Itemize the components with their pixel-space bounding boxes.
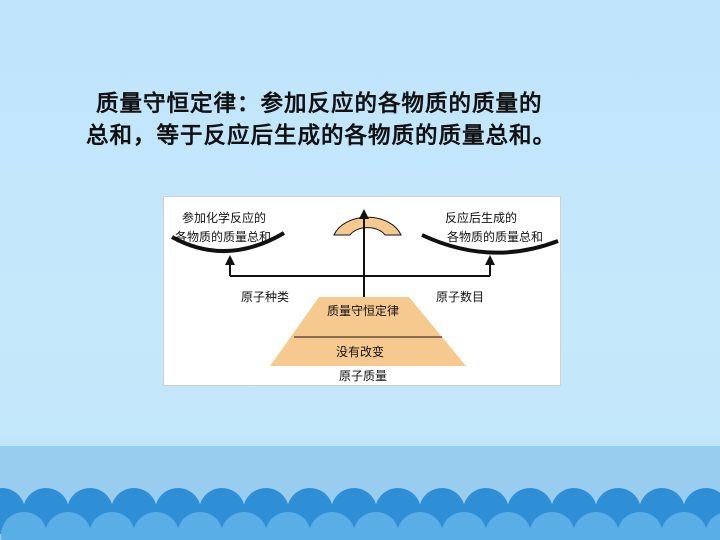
pyramid-top-label: 质量守恒定律 (327, 304, 400, 318)
wave-scallop-front (1, 512, 47, 540)
slide-title-line-2: 总和，等于反应后生成的各物质的质量总和。 (86, 123, 557, 149)
wave-pattern (0, 488, 720, 540)
center-arrow-head (359, 209, 369, 219)
left-arrow-head (225, 255, 235, 265)
wave-scallop-front (133, 512, 179, 540)
wave-scallop-front (177, 512, 223, 540)
balance-scale-diagram: 参加化学反应的 各物质的质量总和 反应后生成的 各物质的质量总和 原子种类 原子… (163, 196, 561, 386)
right-pan (421, 233, 559, 255)
wave-scallop-front (221, 512, 267, 540)
left-pan (171, 231, 286, 253)
right-pan-label-1: 反应后生成的 (445, 211, 518, 225)
pyramid-middle-label: 没有改变 (336, 345, 385, 359)
wave-scallop-front (529, 512, 575, 540)
wave-scallop-front (309, 512, 355, 540)
pyramid-bottom-label: 原子质量 (339, 369, 388, 383)
right-pan-label-2: 各物质的质量总和 (447, 230, 544, 244)
wave-scallop-front (573, 512, 619, 540)
wave-scallop-front (661, 512, 707, 540)
wave-scallop-front (265, 512, 311, 540)
wave-scallop-front (89, 512, 135, 540)
right-arrow-head (485, 255, 495, 265)
wave-scallop-front (45, 512, 91, 540)
wave-scallop-front (617, 512, 663, 540)
left-support-label: 原子种类 (241, 290, 290, 304)
fulcrum-arc (333, 216, 402, 236)
decorative-wave-band (0, 446, 720, 540)
left-pan-label-2: 各物质的质量总和 (175, 230, 272, 244)
slide-title: 质量守恒定律：参加反应的各物质的质量的 总和，等于反应后生成的各物质的质量总和。 (86, 88, 646, 152)
right-support-label: 原子数目 (436, 290, 485, 304)
wave-scallop-front (485, 512, 531, 540)
wave-scallop-front (353, 512, 399, 540)
balance-scale-graphic (171, 209, 559, 366)
wave-scallop-front (705, 513, 720, 540)
slide-title-line-1: 质量守恒定律：参加反应的各物质的质量的 (96, 91, 543, 117)
wave-scallop-front (397, 512, 443, 540)
pyramid (270, 297, 466, 366)
left-pan-label-1: 参加化学反应的 (182, 211, 267, 225)
wave-scallop-front (441, 512, 487, 540)
